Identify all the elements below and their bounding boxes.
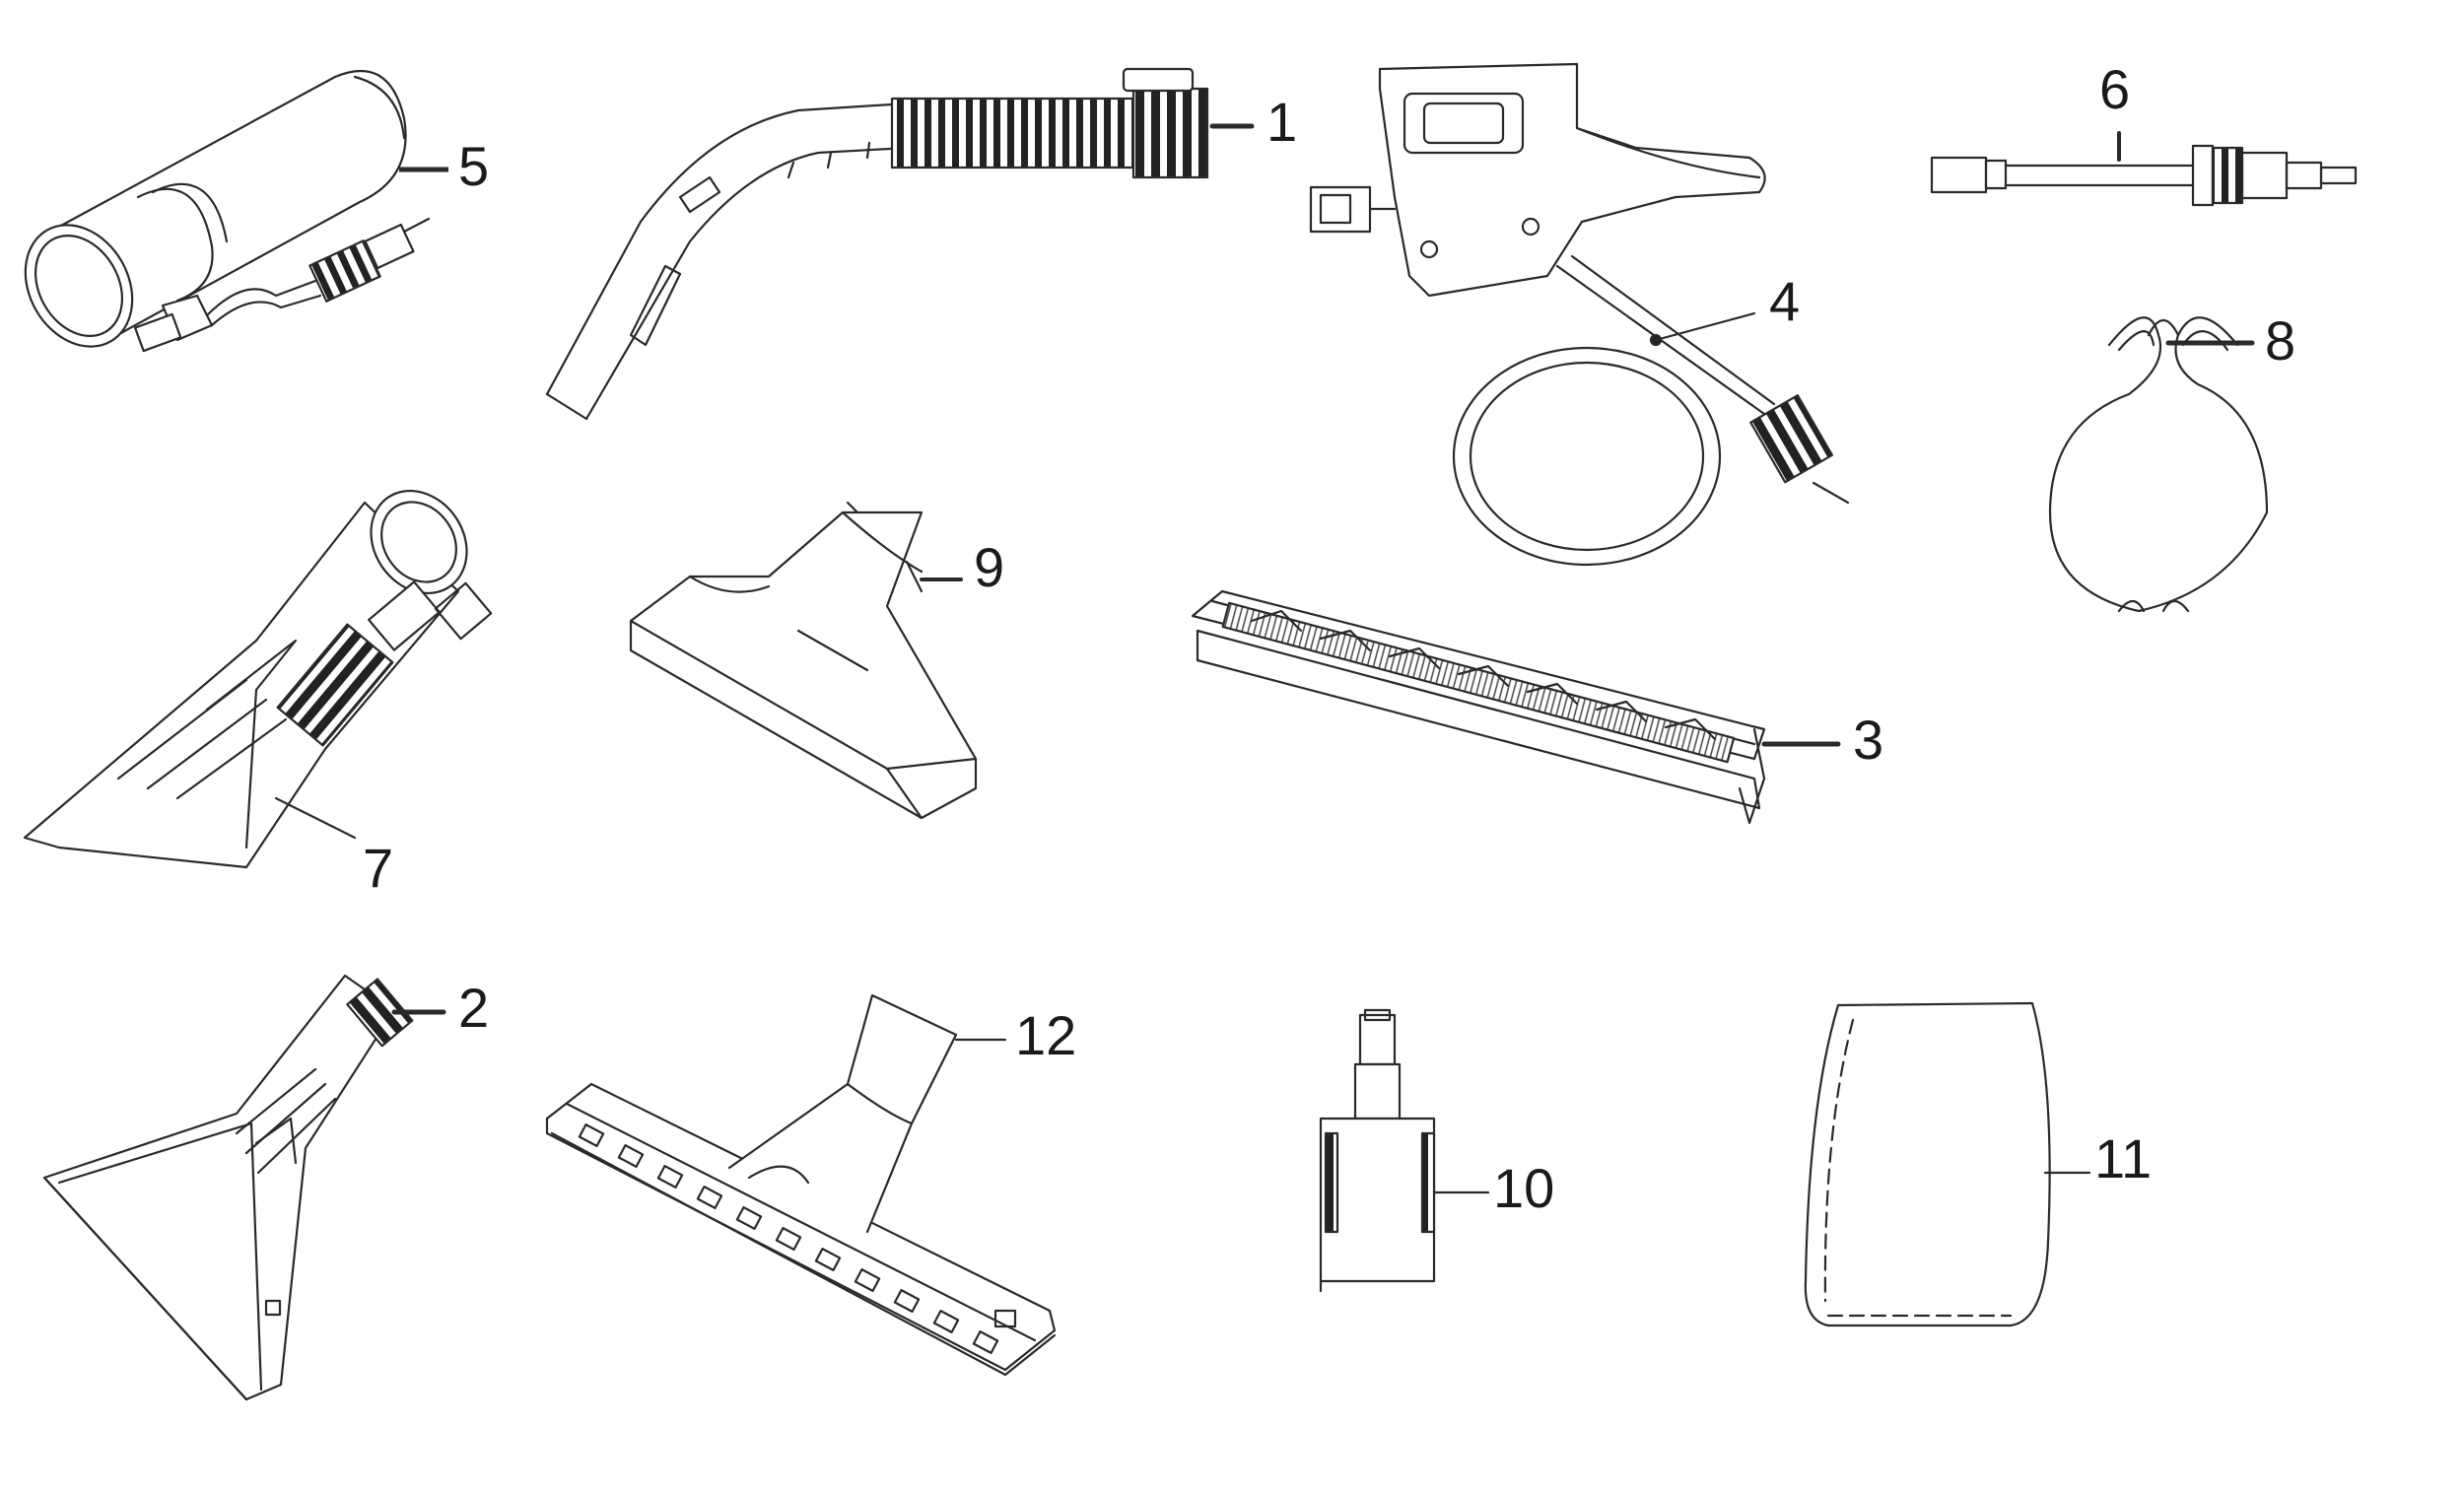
floor-nozzle-adapter-drawing bbox=[631, 503, 976, 818]
callout-number-8: 8 bbox=[2265, 309, 2295, 372]
hose-handle-drawing bbox=[547, 69, 1207, 419]
hose-clip-drawing bbox=[2050, 317, 2267, 611]
callout-number-3: 3 bbox=[1853, 709, 1883, 771]
callout-number-10: 10 bbox=[1493, 1157, 1554, 1219]
callout-number-5: 5 bbox=[458, 135, 489, 197]
hand-tool-drawing bbox=[25, 472, 491, 867]
callout-leader-4 bbox=[1656, 313, 1754, 340]
callout-number-9: 9 bbox=[974, 536, 1004, 598]
callout-number-2: 2 bbox=[458, 977, 489, 1039]
callout-number-4: 4 bbox=[1769, 270, 1800, 332]
floor-brush-teeth bbox=[580, 1124, 997, 1353]
filter-bag-drawing bbox=[1806, 1003, 2050, 1325]
squeegee-tool-drawing bbox=[1193, 591, 1764, 823]
pipe-adapter-drawing bbox=[4, 71, 429, 366]
filter-drawing bbox=[1321, 1010, 1434, 1291]
upholstery-tool-drawing bbox=[44, 976, 412, 1399]
callout-number-7: 7 bbox=[363, 837, 393, 899]
callout-number-11: 11 bbox=[2094, 1127, 2152, 1189]
callout-leader-7 bbox=[276, 798, 355, 838]
callout-number-6: 6 bbox=[2099, 58, 2130, 120]
callout-number-1: 1 bbox=[1266, 91, 1297, 153]
callout-number-12: 12 bbox=[1015, 1004, 1076, 1066]
extension-valve-drawing bbox=[1932, 133, 2356, 205]
spray-handle-drawing bbox=[1311, 64, 1848, 565]
floor-brush-drawing bbox=[547, 995, 1055, 1375]
